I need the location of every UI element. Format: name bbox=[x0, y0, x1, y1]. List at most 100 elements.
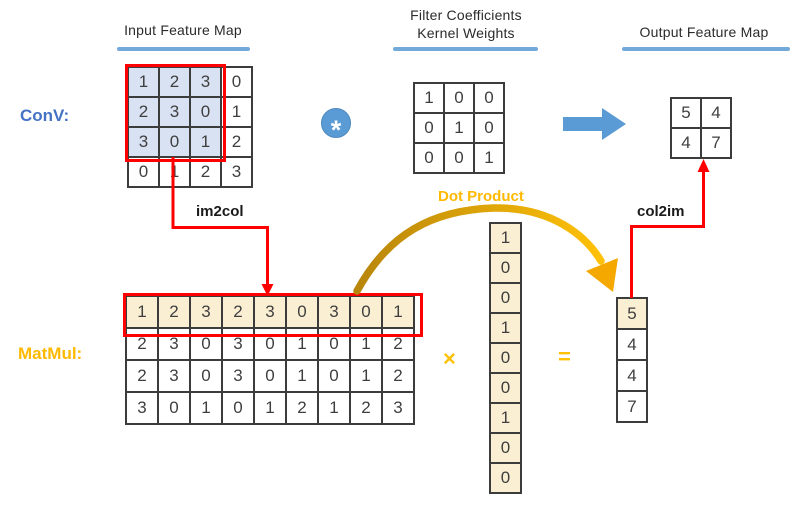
grid-cell: 2 bbox=[160, 68, 189, 96]
grid-cell: 4 bbox=[702, 99, 730, 127]
kernel-title-underline bbox=[393, 47, 538, 51]
grid-cell: 0 bbox=[445, 144, 473, 172]
grid-cell: 3 bbox=[160, 98, 189, 126]
grid-cell: 2 bbox=[287, 393, 317, 423]
grid-cell: 3 bbox=[129, 128, 158, 156]
grid-cell: 3 bbox=[191, 297, 221, 327]
grid-cell: 0 bbox=[351, 297, 381, 327]
input-title-underline bbox=[117, 47, 250, 51]
grid-cell: 3 bbox=[191, 68, 220, 96]
grid-cell: 2 bbox=[129, 98, 158, 126]
col2im-arrow-icon bbox=[630, 169, 705, 298]
grid-cell: 3 bbox=[159, 329, 189, 359]
grid-cell: 4 bbox=[618, 361, 646, 390]
grid-cell: 0 bbox=[491, 464, 520, 492]
grid-cell: 1 bbox=[191, 128, 220, 156]
grid-cell: 0 bbox=[445, 84, 473, 112]
grid-cell: 1 bbox=[491, 314, 520, 342]
grid-cell: 7 bbox=[618, 392, 646, 421]
grid-cell: 2 bbox=[222, 128, 251, 156]
grid-cell: 1 bbox=[445, 114, 473, 142]
grid-cell: 0 bbox=[159, 393, 189, 423]
grid-cell: 0 bbox=[287, 297, 317, 327]
grid-cell: 5 bbox=[672, 99, 700, 127]
multiply-operator: × bbox=[443, 346, 456, 371]
grid-cell: 0 bbox=[491, 284, 520, 312]
grid-cell: 0 bbox=[475, 114, 503, 142]
grid-cell: 2 bbox=[383, 361, 413, 391]
conv-row-label: ConV: bbox=[20, 106, 70, 125]
grid-cell: 1 bbox=[127, 297, 157, 327]
grid-cell: 2 bbox=[127, 329, 157, 359]
rightward-block-arrow-icon bbox=[563, 108, 626, 140]
grid-cell: 0 bbox=[415, 114, 443, 142]
grid-cell: 1 bbox=[287, 329, 317, 359]
grid-cell: 3 bbox=[159, 361, 189, 391]
grid-cell: 2 bbox=[159, 297, 189, 327]
grid-cell: 3 bbox=[223, 329, 253, 359]
grid-cell: 0 bbox=[222, 68, 251, 96]
grid-cell: 7 bbox=[702, 129, 730, 157]
grid-cell: 1 bbox=[383, 297, 413, 327]
output-title-underline bbox=[622, 47, 790, 51]
grid-cell: 1 bbox=[160, 158, 189, 186]
grid-cell: 0 bbox=[415, 144, 443, 172]
grid-cell: 0 bbox=[191, 361, 221, 391]
grid-cell: 1 bbox=[351, 329, 381, 359]
kernel-title-line2: Kernel Weights bbox=[417, 25, 515, 41]
grid-cell: 0 bbox=[319, 361, 349, 391]
grid-cell: 1 bbox=[191, 393, 221, 423]
dot-product-label: Dot Product bbox=[438, 188, 524, 205]
grid-cell: 0 bbox=[319, 329, 349, 359]
col2im-label: col2im bbox=[637, 203, 685, 220]
convolution-operator-icon: * bbox=[321, 108, 351, 145]
grid-cell: 3 bbox=[222, 158, 251, 186]
grid-cell: 3 bbox=[383, 393, 413, 423]
dot-product-arrow-icon bbox=[353, 204, 605, 295]
grid-cell: 1 bbox=[491, 404, 520, 432]
grid-cell: 4 bbox=[672, 129, 700, 157]
grid-cell: 2 bbox=[223, 297, 253, 327]
grid-cell: 0 bbox=[129, 158, 158, 186]
grid-cell: 0 bbox=[255, 329, 285, 359]
dot-product-arrowhead-icon bbox=[586, 258, 618, 292]
grid-cell: 2 bbox=[383, 329, 413, 359]
grid-cell: 1 bbox=[475, 144, 503, 172]
grid-cell: 2 bbox=[351, 393, 381, 423]
grid-cell: 1 bbox=[319, 393, 349, 423]
grid-cell: 0 bbox=[475, 84, 503, 112]
grid-cell: 1 bbox=[129, 68, 158, 96]
grid-cell: 3 bbox=[319, 297, 349, 327]
kernel-title-line1: Filter Coefficients bbox=[410, 7, 522, 23]
grid-cell: 1 bbox=[415, 84, 443, 112]
grid-cell: 2 bbox=[191, 158, 220, 186]
grid-cell: 0 bbox=[223, 393, 253, 423]
grid-cell: 0 bbox=[160, 128, 189, 156]
grid-cell: 0 bbox=[491, 434, 520, 462]
grid-cell: 1 bbox=[351, 361, 381, 391]
grid-cell: 0 bbox=[255, 361, 285, 391]
grid-cell: 0 bbox=[491, 344, 520, 372]
grid-cell: 1 bbox=[491, 224, 520, 252]
input-feature-map-title: Input Feature Map bbox=[124, 22, 242, 38]
grid-cell: 3 bbox=[223, 361, 253, 391]
equals-operator: = bbox=[558, 344, 571, 369]
col2im-arrowhead-icon bbox=[697, 159, 710, 172]
grid-cell: 0 bbox=[491, 254, 520, 282]
grid-cell: 1 bbox=[255, 393, 285, 423]
grid-cell: 3 bbox=[127, 393, 157, 423]
grid-cell: 0 bbox=[491, 374, 520, 402]
grid-cell: 3 bbox=[255, 297, 285, 327]
grid-cell: 5 bbox=[618, 299, 646, 328]
grid-cell: 2 bbox=[127, 361, 157, 391]
grid-cell: 1 bbox=[287, 361, 317, 391]
im2col-label: im2col bbox=[196, 203, 244, 220]
matmul-row-label: MatMul: bbox=[18, 344, 83, 363]
